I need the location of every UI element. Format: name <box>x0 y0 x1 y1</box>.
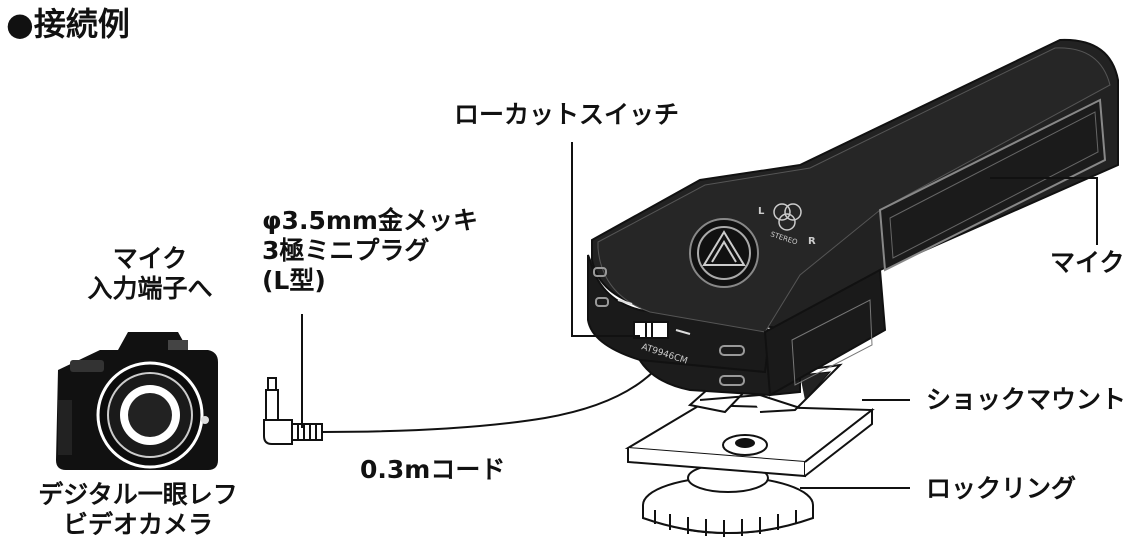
low-cut-leader-line <box>571 142 640 337</box>
camera-input-label: マイク 入力端子へ <box>80 244 220 304</box>
mini-plug-drawing <box>263 377 323 445</box>
microphone-drawing: L R STEREO AT9946CM <box>587 38 1119 397</box>
low-cut-switch-label: ローカットスイッチ <box>454 100 680 129</box>
shoe-plate-drawing <box>624 403 875 478</box>
camera-input-line2: 入力端子へ <box>87 274 213 303</box>
camera-type-line1: デジタル一眼レフ <box>38 480 238 509</box>
stereo-badge-r: R <box>808 236 816 247</box>
locking-ring-drawing <box>642 463 814 537</box>
camera-type-line2: ビデオカメラ <box>62 510 213 539</box>
cord-drawing <box>321 365 656 433</box>
plug-label: φ3.5mm金メッキ 3極ミニプラグ (L型) <box>262 206 478 296</box>
plug-label-line1: φ3.5mm金メッキ <box>262 206 478 235</box>
mic-label: マイク <box>1050 248 1125 277</box>
stereo-badge-l: L <box>758 206 765 217</box>
camera-input-line1: マイク <box>112 244 188 273</box>
page-title: ●接続例 <box>6 5 130 43</box>
shock-mount-label: ショックマウント <box>926 385 1127 414</box>
dslr-camera-icon <box>56 332 218 470</box>
camera-type-label: デジタル一眼レフ ビデオカメラ <box>8 480 268 540</box>
cord-label: 0.3mコード <box>360 455 506 484</box>
mic-leader-line <box>990 177 1098 245</box>
plug-label-line2: 3極ミニプラグ <box>262 236 430 265</box>
plug-label-line3: (L型) <box>262 266 326 295</box>
leader-lines <box>301 142 1098 489</box>
locking-ring-label: ロックリング <box>926 474 1077 503</box>
